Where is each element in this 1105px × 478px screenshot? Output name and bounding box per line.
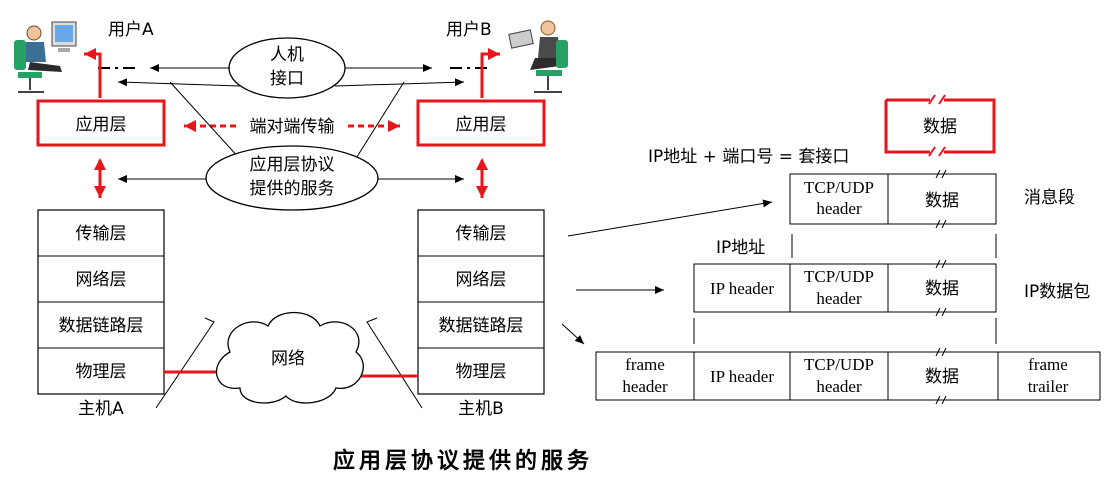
- packet-tcp-line2: header: [816, 289, 862, 308]
- hci-label-line2: 接口: [270, 69, 304, 89]
- service-label-line1: 应用层协议: [250, 155, 335, 175]
- user-a-figure: [14, 21, 77, 93]
- user-b-figure: [508, 20, 568, 93]
- e2e-label: 端对端传输: [250, 117, 335, 137]
- host-b-transport-label: 传输层: [456, 224, 507, 244]
- network-cloud-label: 网络: [271, 349, 305, 369]
- frame-trailer-line2: trailer: [1028, 377, 1069, 396]
- hci-line-to-a: [117, 78, 241, 87]
- data-box-label: 数据: [923, 117, 957, 137]
- host-a-transport-label: 传输层: [76, 224, 127, 244]
- host-b-app-layer-box: [416, 99, 546, 147]
- service-label-line2: 提供的服务: [250, 179, 335, 199]
- service-line-b-up: [354, 81, 405, 161]
- packet-name: IP数据包: [1024, 282, 1090, 302]
- host-b-datalink-label: 数据链路层: [439, 316, 524, 336]
- user-a-label: 用户A: [108, 20, 154, 40]
- service-ellipse: [205, 145, 379, 211]
- host-a-label: 主机A: [78, 399, 124, 419]
- user-a-red-arrow: [84, 48, 102, 98]
- host-a-app-layer-label: 应用层: [76, 115, 127, 135]
- network-cloud: [215, 312, 364, 404]
- diagram-title: 应用层协议提供的服务: [333, 448, 593, 474]
- host-b-physical-label: 物理层: [456, 362, 507, 382]
- frame-tcp-line1: TCP/UDP: [804, 355, 874, 374]
- host-b-network-label: 网络层: [456, 270, 507, 290]
- transport-to-segment-arrow: [567, 199, 773, 237]
- segment-tcp-line2: header: [816, 199, 862, 218]
- host-a-datalink-label: 数据链路层: [59, 316, 144, 336]
- ip-address-label: IP地址: [716, 238, 765, 258]
- frame-data-label: 数据: [925, 367, 959, 387]
- hci-label-line1: 人机: [270, 45, 304, 65]
- packet-data-label: 数据: [925, 279, 959, 299]
- frame-trailer-line1: frame: [1028, 355, 1068, 374]
- frame-tcp-line2: header: [816, 377, 862, 396]
- host-b-bracket: [366, 317, 423, 409]
- host-a-bracket: [155, 317, 215, 409]
- segment-tcp-line1: TCP/UDP: [804, 178, 874, 197]
- segment-row: [789, 169, 997, 229]
- host-a-stack: [37, 209, 165, 395]
- packet-ip-header: IP header: [710, 279, 774, 298]
- host-a-app-layer-box: [36, 99, 166, 147]
- packet-row: [693, 259, 997, 317]
- data-box: [884, 94, 996, 157]
- frame-header-line1: frame: [625, 355, 665, 374]
- segment-data-label: 数据: [925, 191, 959, 211]
- user-b-red-arrow: [480, 48, 500, 98]
- host-a-physical-label: 物理层: [76, 362, 127, 382]
- datalink-to-frame-arrow: [561, 323, 585, 345]
- host-a-network-label: 网络层: [76, 270, 127, 290]
- frame-row: [595, 347, 1101, 405]
- segment-name: 消息段: [1024, 188, 1075, 208]
- host-b-app-layer-label: 应用层: [456, 115, 507, 135]
- hci-line-to-b: [334, 78, 465, 87]
- host-b-label: 主机B: [458, 399, 504, 419]
- socket-formula: IP地址 + 端口号 = 套接口: [648, 147, 849, 167]
- host-b-stack: [417, 209, 545, 395]
- user-b-label: 用户B: [446, 20, 492, 40]
- frame-ip-header: IP header: [710, 367, 774, 386]
- frame-header-line2: header: [622, 377, 668, 396]
- packet-tcp-line1: TCP/UDP: [804, 267, 874, 286]
